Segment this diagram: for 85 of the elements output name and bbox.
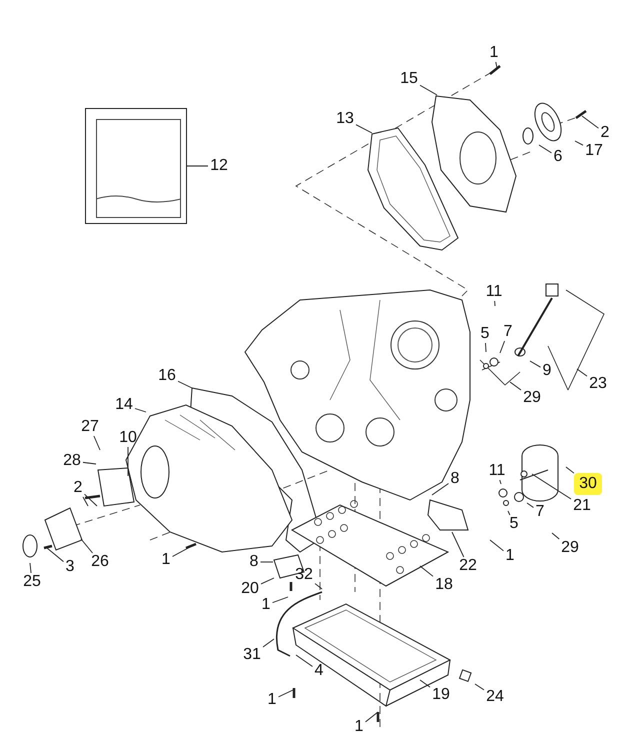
callout-number: 9: [540, 362, 554, 380]
callout-number: 1: [504, 547, 516, 565]
callout-number: 22: [457, 557, 479, 575]
callout-number: 10: [117, 429, 139, 447]
callout-number: 32: [293, 566, 315, 584]
callout-number: 1: [260, 596, 272, 614]
callout-number: 30: [574, 473, 602, 495]
callout-number: 1: [352, 718, 366, 736]
parts-kit-box: [85, 108, 187, 224]
leader-line: [500, 340, 506, 354]
leader-line: [260, 578, 274, 584]
leader-line: [494, 300, 496, 306]
leader-line: [84, 494, 98, 506]
callout-number: 5: [478, 325, 492, 343]
callout-number: 7: [534, 503, 546, 521]
leader-line: [93, 436, 100, 450]
callout-number: 31: [241, 646, 263, 664]
leader-line: [46, 548, 64, 562]
callout-number: 27: [79, 418, 101, 436]
leader-line: [420, 566, 434, 577]
leader-line: [296, 654, 313, 667]
leader-line: [566, 466, 574, 474]
leader-line: [172, 546, 190, 557]
leader-line: [420, 84, 438, 96]
leader-line: [474, 684, 484, 690]
leader-line: [30, 562, 32, 574]
callout-number: 8: [448, 470, 462, 488]
leader-line: [452, 532, 464, 558]
callout-number: 6: [552, 148, 564, 166]
callout-number: 4: [312, 662, 326, 680]
callout-number: 23: [587, 375, 609, 393]
leader-line: [80, 538, 94, 554]
leader-line: [82, 496, 88, 506]
callout-number: 20: [239, 580, 261, 598]
callout-number: 21: [571, 497, 593, 515]
callout-number: 8: [248, 553, 260, 571]
callout-number: 1: [160, 551, 172, 569]
callout-number: 18: [433, 576, 455, 594]
callout-number: 1: [266, 691, 278, 709]
callout-number: 15: [398, 70, 420, 88]
leader-line: [420, 680, 430, 688]
leader-line: [510, 382, 522, 390]
callout-number: 25: [21, 573, 43, 591]
callout-number: 26: [89, 553, 111, 571]
callout-number: 16: [156, 367, 178, 385]
callout-number: 5: [508, 515, 520, 533]
callout-number: 14: [113, 396, 135, 414]
callout-number: 7: [502, 323, 514, 341]
leader-line: [485, 342, 486, 352]
leader-line: [272, 596, 288, 604]
callout-number: 17: [583, 142, 605, 160]
leader-line: [314, 583, 322, 590]
callout-number: 12: [208, 157, 230, 175]
leader-line: [365, 712, 378, 722]
leader-line: [499, 480, 502, 484]
leader-line: [552, 532, 560, 540]
callout-number: 19: [430, 686, 452, 704]
callout-number: 11: [483, 283, 505, 301]
leader-line: [356, 124, 372, 134]
leader-line: [490, 540, 504, 552]
leader-line: [574, 140, 584, 146]
leader-line: [432, 483, 449, 496]
leader-line: [508, 510, 510, 516]
leader-line: [530, 360, 541, 368]
callout-number: 13: [334, 110, 356, 128]
callout-number: 28: [61, 452, 83, 470]
leader-line: [582, 116, 599, 129]
callout-number: 1: [488, 44, 500, 62]
callout-number: 11: [486, 462, 508, 480]
leader-line: [495, 62, 498, 68]
callout-number: 3: [64, 558, 76, 576]
leader-line: [178, 380, 192, 388]
callout-number: 29: [521, 389, 543, 407]
leader-line: [532, 474, 572, 500]
callout-number: 2: [598, 124, 612, 142]
leader-line: [82, 462, 96, 464]
callout-number: 2: [72, 479, 84, 497]
callout-number: 24: [484, 688, 506, 706]
callout-number: 29: [559, 539, 581, 557]
leader-line: [278, 690, 294, 698]
leader-line: [576, 368, 588, 377]
leader-line: [538, 144, 552, 154]
leader-line: [134, 408, 146, 412]
leader-line: [262, 638, 274, 648]
leader-line: [526, 502, 534, 508]
